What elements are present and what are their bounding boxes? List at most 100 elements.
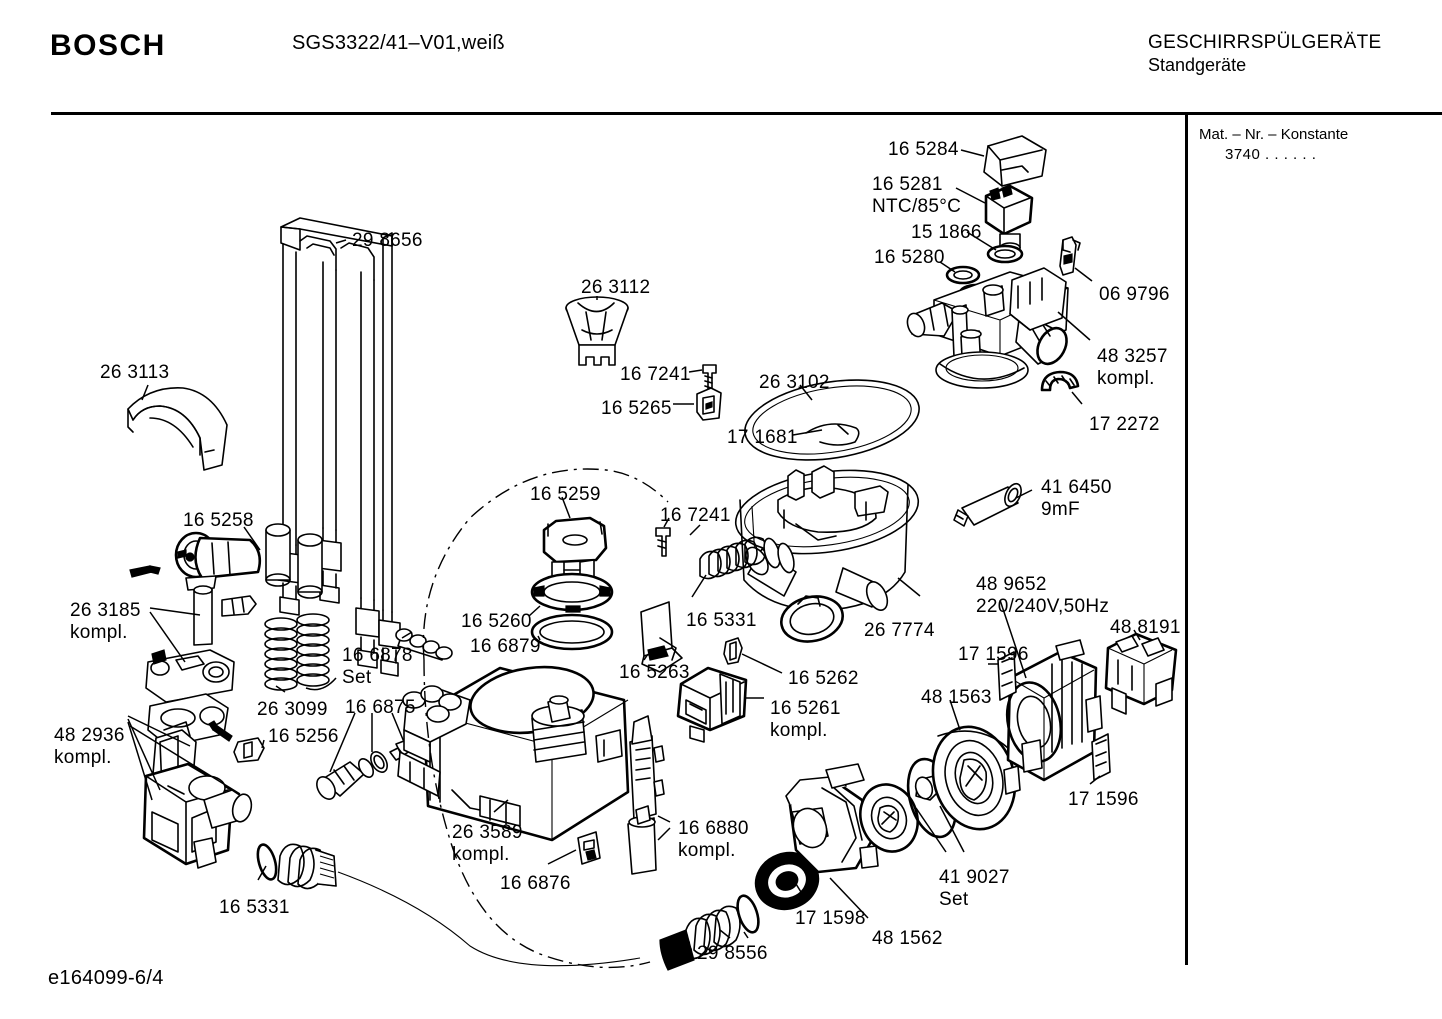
- hose-curve: [338, 872, 640, 966]
- part-16-5281-ntc-sensor: [986, 185, 1032, 253]
- part-number: 16 5265: [601, 398, 672, 419]
- part-label-16-5280: 16 5280: [874, 247, 945, 269]
- part-label-26-3113: 26 3113: [100, 362, 169, 384]
- part-number: 16 5258: [183, 510, 254, 531]
- part-number: 16 5260: [461, 611, 532, 632]
- part-number: 16 5284: [888, 139, 959, 160]
- part-number: 48 3257: [1097, 346, 1168, 367]
- part-number: 48 1563: [921, 687, 992, 708]
- model-designation: SGS3322/41–V01,weiß: [292, 32, 505, 54]
- part-16-5256-connector: [234, 738, 264, 762]
- part-number: 16 5256: [268, 726, 339, 747]
- part-16-6880-assembly: [628, 716, 664, 874]
- part-number: 26 7774: [864, 620, 935, 641]
- part-48-2936-assembly: [144, 722, 254, 868]
- part-15-1866-oring: [988, 246, 1022, 262]
- part-note: kompl.: [770, 720, 828, 741]
- part-note: 9mF: [1041, 499, 1080, 520]
- part-number: 16 6878: [342, 645, 413, 666]
- part-29-8656-heating-element: [278, 218, 400, 676]
- part-note: Set: [939, 889, 969, 910]
- part-label-17-2272: 17 2272: [1089, 414, 1160, 436]
- part-number: 16 5259: [530, 484, 601, 505]
- category-sub: Standgeräte: [1148, 55, 1247, 75]
- category-main: GESCHIRRSPÜLGERÄTE: [1148, 32, 1382, 53]
- part-number: 26 3185: [70, 600, 141, 621]
- bosch-logo: BOSCH: [50, 29, 166, 62]
- part-bushings: [266, 524, 322, 598]
- part-label-16-5331: 16 5331: [219, 897, 290, 919]
- part-48-1562-housing: [786, 764, 880, 872]
- subassembly-boundary: [423, 469, 668, 660]
- part-label-16-5256: 16 5256: [268, 726, 339, 748]
- part-number: 17 2272: [1089, 414, 1160, 435]
- mat-nr-konstante-value: 3740 . . . . . .: [1225, 146, 1317, 163]
- part-number: 16 5280: [874, 247, 945, 268]
- part-number: 29 8556: [697, 943, 768, 964]
- part-label-26-3099: 26 3099: [257, 699, 328, 721]
- part-17-1596-clip-b: [1092, 734, 1110, 780]
- part-number: 26 3102: [759, 372, 830, 393]
- part-note: kompl.: [452, 844, 510, 865]
- part-16-5259-cap: [544, 518, 606, 580]
- part-label-16-5260: 16 5260: [461, 611, 532, 633]
- part-number: 48 1562: [872, 928, 943, 949]
- part-label-26-7774: 26 7774: [864, 620, 935, 642]
- part-number: 17 1596: [1068, 789, 1139, 810]
- part-label-16-6879: 16 6879: [470, 636, 541, 658]
- part-number: 17 1681: [727, 427, 798, 448]
- part-26-3113-handle: [128, 388, 227, 470]
- part-48-8191-bracket: [1106, 634, 1176, 714]
- part-17-2272-clamp: [1042, 372, 1078, 390]
- part-label-16-7241: 16 7241: [620, 364, 691, 386]
- part-number: 16 6879: [470, 636, 541, 657]
- part-label-16-5331: 16 5331: [686, 610, 757, 632]
- part-48-9652-motor: [1000, 640, 1102, 780]
- part-number: 29 8656: [352, 230, 423, 251]
- part-note: Set: [342, 667, 372, 688]
- part-number: 17 1598: [795, 908, 866, 929]
- part-16-5265-clip: [697, 388, 721, 420]
- part-41-9027-set: [852, 753, 964, 859]
- part-label-15-1866: 15 1866: [911, 222, 982, 244]
- part-16-5258-dispenser: [130, 533, 260, 645]
- part-26-3112-funnel: [566, 297, 628, 365]
- part-number: 16 5262: [788, 668, 859, 689]
- frame-vertical-divider: [1185, 114, 1188, 965]
- part-number: 16 5261: [770, 698, 841, 719]
- part-number: 48 2936: [54, 725, 125, 746]
- part-label-17-1596: 17 1596: [958, 644, 1029, 666]
- part-16-6879-gasket: [532, 615, 612, 649]
- part-number: 17 1596: [958, 644, 1029, 665]
- part-number: 41 6450: [1041, 477, 1112, 498]
- part-number: 06 9796: [1099, 284, 1170, 305]
- part-number: 48 9652: [976, 574, 1047, 595]
- part-16-5261-switch: [678, 668, 746, 742]
- part-48-3257-assembly: [904, 268, 1072, 388]
- part-16-5262-plug: [724, 638, 742, 664]
- part-16-5284-cover: [984, 136, 1046, 186]
- part-label-29-8656: 29 8656: [352, 230, 423, 252]
- part-number: 26 3112: [581, 277, 651, 298]
- part-41-6450-capacitor: [954, 481, 1024, 526]
- part-label-16-5262: 16 5262: [788, 668, 859, 690]
- part-label-16-5263: 16 5263: [619, 662, 690, 684]
- part-label-48-1562: 48 1562: [872, 928, 943, 950]
- part-number: 16 6880: [678, 818, 749, 839]
- part-note: kompl.: [1097, 368, 1155, 389]
- part-16-5331-hose-a: [254, 842, 336, 888]
- part-label-16-5258: 16 5258: [183, 510, 254, 532]
- part-label-16-5259: 16 5259: [530, 484, 601, 506]
- part-number: 26 3113: [100, 362, 170, 383]
- part-note: 220/240V,50Hz: [976, 596, 1110, 617]
- part-number: 16 5281: [872, 174, 943, 195]
- part-26-3589-tank: [398, 660, 628, 840]
- part-number: 48 8191: [1110, 617, 1181, 638]
